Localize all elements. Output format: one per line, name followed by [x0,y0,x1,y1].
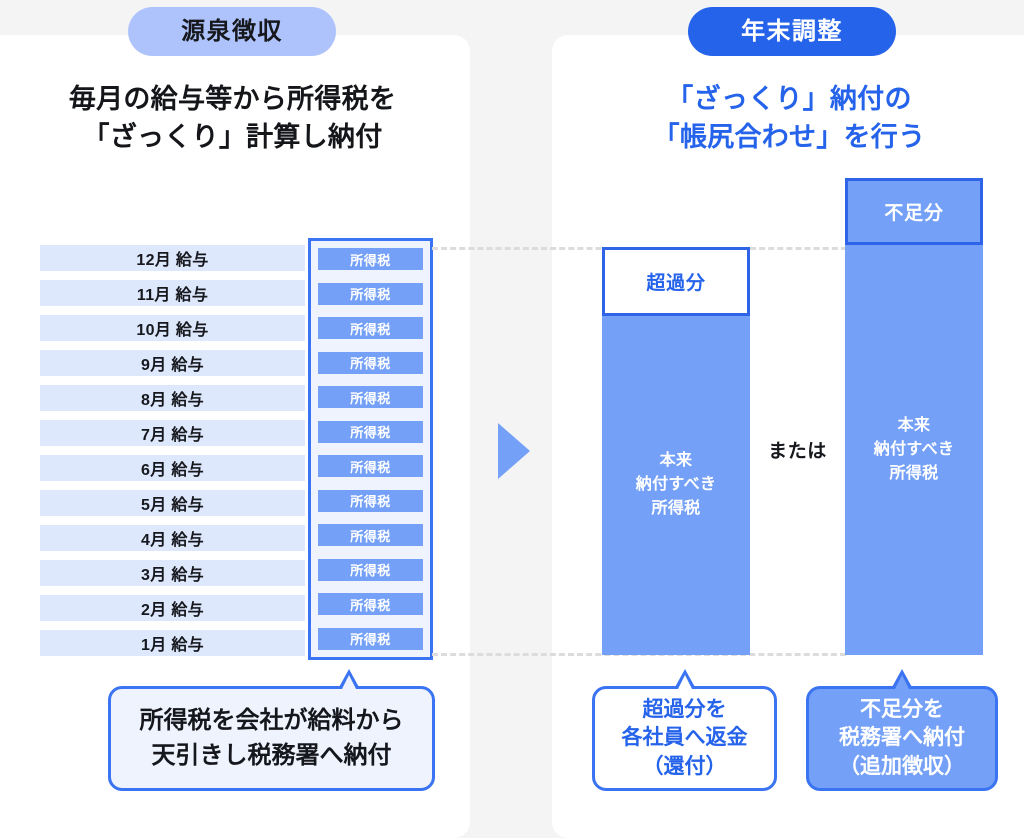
month-salary-row: 9月 給与 [40,350,305,376]
badge-nenmatsu-chosei: 年末調整 [688,7,896,56]
callout-pointer-fill [677,675,692,689]
callout-refund-text: 超過分を 各社員へ返金 （還付） [621,697,748,778]
triangle-right-icon [498,423,530,479]
income-tax-box: 所得税 [318,627,423,650]
income-tax-box: 所得税 [318,248,423,270]
income-tax-box: 所得税 [318,282,423,305]
month-salary-row: 10月 給与 [40,315,305,341]
callout-pointer-fill [895,675,909,689]
overpaid-bar-cap: 超過分 [602,247,750,316]
month-salary-row: 2月 給与 [40,595,305,621]
income-tax-box: 所得税 [318,351,423,374]
income-tax-box: 所得税 [318,593,423,616]
month-salary-list: 12月 給与 11月 給与 10月 給与 9月 給与 8月 給与 7月 給与 6月 給与 5月… [40,245,305,656]
badge-gensen-choshu: 源泉徴収 [128,7,336,56]
callout-additional-collection: 不足分を 税務署へ納付 （追加徴収） [806,669,998,791]
left-panel-heading: 毎月の給与等から所得税を 「ざっくり」計算し納付 [68,84,397,153]
income-tax-box: 所得税 [318,420,423,443]
month-salary-row: 4月 給与 [40,525,305,551]
callout-withholding-text: 所得税を会社が給料から 天引きし税務署へ納付 [139,707,404,769]
income-tax-box: 所得税 [318,524,423,547]
right-panel-heading: 「ざっくり」納付の 「帳尻合わせ」を行う [652,84,926,153]
callout-refund: 超過分を 各社員へ返金 （還付） [592,669,777,791]
income-tax-column: 所得税所得税所得税所得税所得税所得税所得税所得税所得税所得税所得税所得税 [308,238,433,660]
income-tax-box: 所得税 [318,489,423,512]
callout-pointer-fill [342,675,356,689]
shortfall-bar-cap: 不足分 [845,178,983,245]
or-label: または [768,441,827,462]
income-tax-box: 所得税 [318,386,423,409]
income-tax-box: 所得税 [318,558,423,581]
callout-collection-text: 不足分を 税務署へ納付 （追加徴収） [839,697,965,778]
month-salary-row: 5月 給与 [40,490,305,516]
month-salary-row: 6月 給与 [40,455,305,481]
month-salary-row: 3月 給与 [40,560,305,586]
shortfall-bar-base: 本来 納付すべき 所得税 [845,244,983,655]
income-tax-box: 所得税 [318,317,423,340]
callout-withholding: 所得税を会社が給料から 天引きし税務署へ納付 [108,669,435,791]
month-salary-row: 8月 給与 [40,385,305,411]
income-tax-box: 所得税 [318,455,423,478]
month-salary-row: 7月 給与 [40,420,305,446]
overpaid-bar-base: 本来 納付すべき 所得税 [602,315,750,655]
month-salary-row: 11月 給与 [40,280,305,306]
month-salary-row: 12月 給与 [40,245,305,271]
month-salary-row: 1月 給与 [40,630,305,656]
